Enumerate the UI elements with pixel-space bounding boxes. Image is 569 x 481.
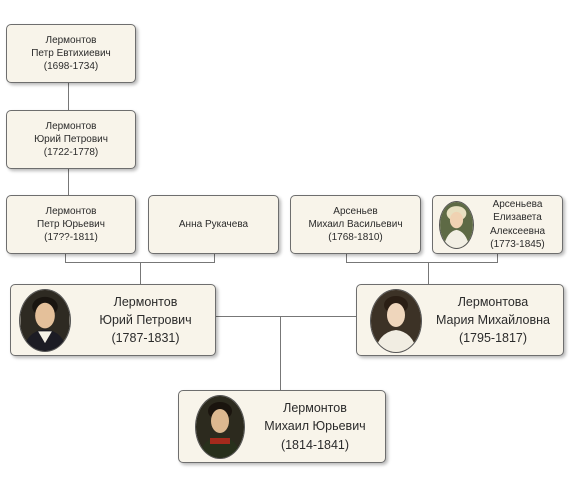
connector-line (140, 262, 141, 284)
portrait-image (440, 202, 473, 248)
person-surname: Лермонтова (457, 294, 529, 309)
person-years: (1795-1817) (458, 331, 528, 346)
person-years: (1773-1845) (490, 238, 545, 250)
portrait-image (20, 290, 70, 351)
connector-line (68, 83, 69, 111)
person-surname: Лермонтов (45, 205, 97, 217)
person-surname: Лермонтов (45, 34, 97, 46)
person-card-yuri-petrovich-sr: Лермонтов Юрий Петрович (1722-1778) (6, 110, 136, 169)
connector-line (68, 169, 69, 196)
person-card-mikhail-yurievich: Лермонтов Михаил Юрьевич (1814-1841) (178, 390, 386, 463)
person-name: Мария Михайловна (435, 312, 550, 327)
person-full-name: Анна Рукачева (178, 218, 249, 230)
person-surname: Лермонтов (45, 120, 97, 132)
person-card-arsenieva: Арсеньева Елизавета Алексеевна (1773-184… (432, 195, 563, 254)
person-name: Петр Юрьевич (37, 218, 105, 230)
person-card-arseniev: Арсеньев Михаил Васильевич (1768-1810) (290, 195, 421, 254)
person-years: (1768-1810) (328, 232, 383, 244)
person-name: Юрий Петрович (99, 312, 192, 327)
person-years: (17??-1811) (44, 232, 98, 244)
person-years: (1722-1778) (43, 147, 99, 159)
portrait-yuri-petrovich (19, 289, 71, 352)
person-patronymic: Алексеевна (489, 225, 546, 237)
person-surname: Арсеньев (333, 205, 378, 217)
portrait-arsenieva (439, 201, 474, 249)
person-card-petr-evtikhievich: Лермонтов Петр Евтихиевич (1698-1734) (6, 24, 136, 83)
portrait-mikhail-yurievich (195, 395, 245, 459)
portrait-image (371, 290, 421, 352)
person-name: Михаил Юрьевич (264, 419, 366, 434)
connector-line (346, 262, 498, 263)
connector-line (346, 254, 347, 262)
connector-line (216, 316, 356, 317)
person-card-anna-rukacheva: Анна Рукачева (148, 195, 279, 254)
person-first-name: Елизавета (493, 212, 542, 224)
connector-line (65, 254, 66, 262)
portrait-image (196, 396, 244, 458)
person-years: (1787-1831) (111, 331, 180, 346)
person-surname: Лермонтов (283, 401, 347, 416)
person-name: Юрий Петрович (34, 133, 108, 145)
person-surname: Арсеньева (492, 199, 543, 211)
connector-line (214, 254, 215, 262)
person-card-yuri-petrovich: Лермонтов Юрий Петрович (1787-1831) (10, 284, 216, 356)
person-name: Михаил Васильевич (308, 218, 403, 230)
person-card-maria-mikhailovna: Лермонтова Мария Михайловна (1795-1817) (356, 284, 564, 356)
person-years: (1814-1841) (280, 437, 350, 452)
connector-line (280, 316, 281, 390)
person-surname: Лермонтов (113, 294, 178, 309)
person-name: Петр Евтихиевич (31, 47, 111, 59)
person-card-petr-yurievich: Лермонтов Петр Юрьевич (17??-1811) (6, 195, 136, 254)
connector-line (497, 254, 498, 262)
connector-line (428, 262, 429, 284)
person-years: (1698-1734) (43, 61, 99, 73)
portrait-maria-mikhailovna (370, 289, 422, 353)
